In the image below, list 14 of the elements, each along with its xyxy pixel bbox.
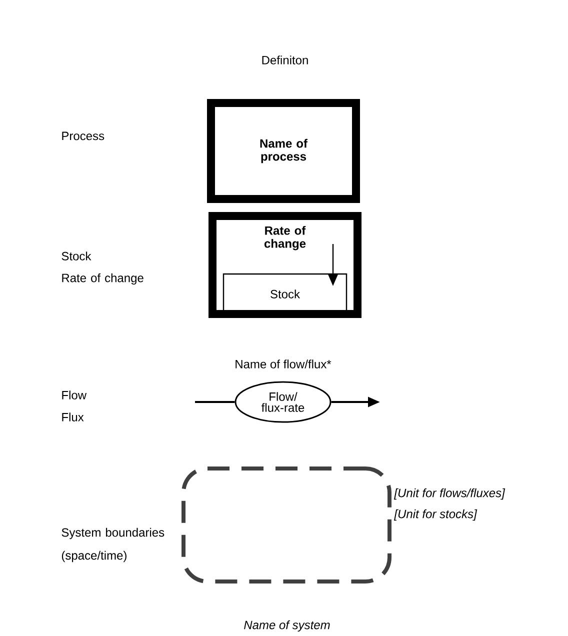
heading: Definiton xyxy=(262,56,308,64)
row-label: Stock xyxy=(62,252,92,260)
node-label: [Unit for flows/fluxes] xyxy=(394,488,506,500)
node-label: Name of flow/flux* xyxy=(236,360,332,368)
node-label: [Unit for stocks] xyxy=(394,509,478,521)
row-label: Rate of change xyxy=(62,273,144,285)
system-boundary xyxy=(182,466,392,584)
row-label: Process xyxy=(62,132,104,140)
stock-box: Stock xyxy=(222,273,348,315)
row-label: Flux xyxy=(62,412,84,422)
row-label: Flow xyxy=(62,390,87,400)
node-label: Name of system xyxy=(244,620,330,632)
process-box: Name of process xyxy=(207,99,360,203)
row-label: System boundaries (space/time) xyxy=(62,528,164,562)
